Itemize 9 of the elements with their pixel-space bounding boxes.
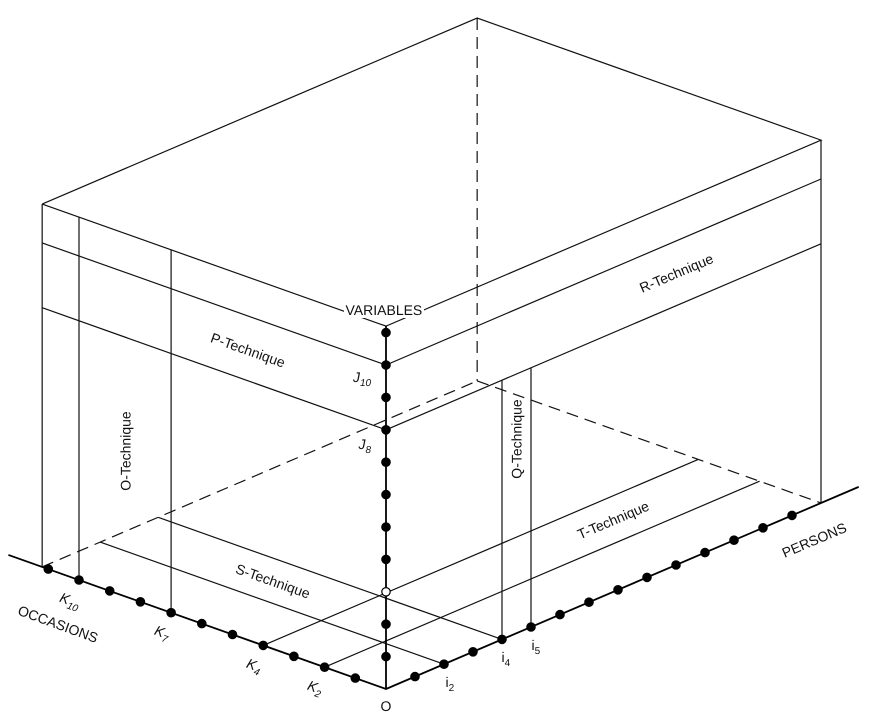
tick-label: J$_{8}$: [358, 437, 372, 456]
technique-label: Q-Technique: [510, 399, 524, 478]
tick-label: J$_{10}$: [353, 370, 372, 388]
tick-label: i$_{5}$: [532, 638, 540, 656]
technique-label: O-Technique: [118, 410, 132, 490]
tick-label: i$_{2}$: [446, 674, 454, 694]
origin-label: O: [380, 699, 392, 713]
tick-label: i$_{4}$: [502, 650, 510, 669]
axis-label: VARIABLES: [344, 302, 424, 318]
